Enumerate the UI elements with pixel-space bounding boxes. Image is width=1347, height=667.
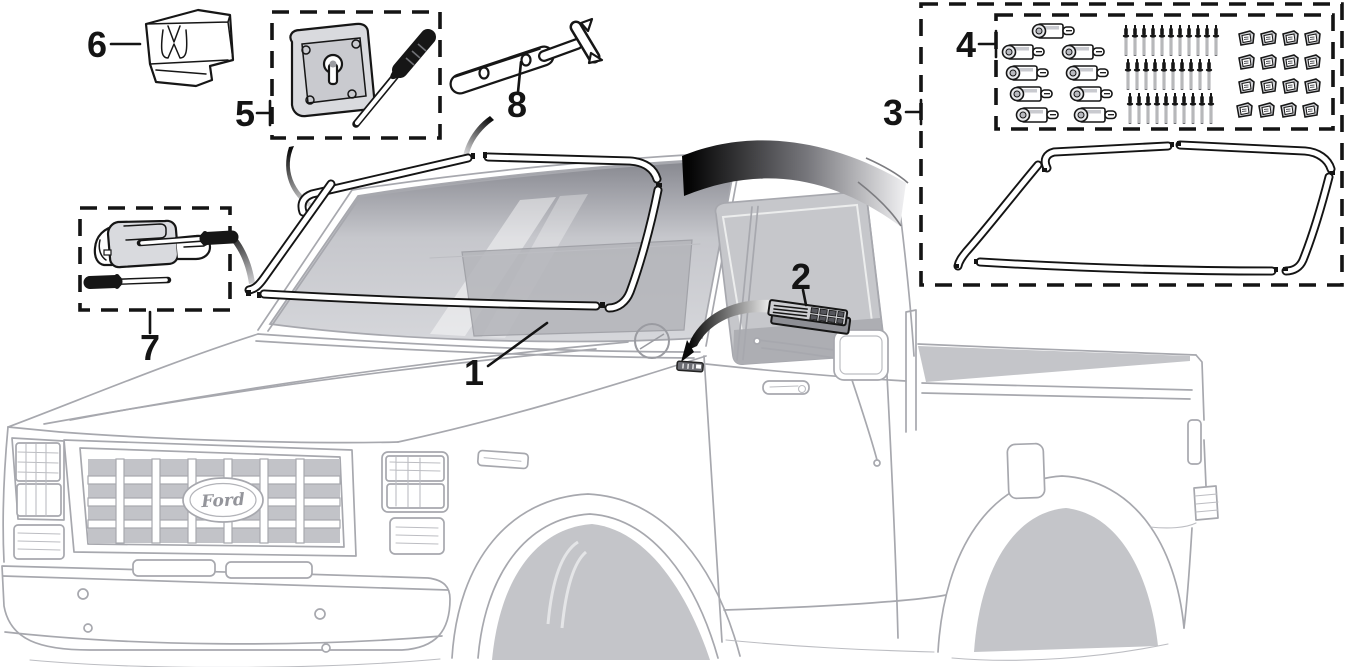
kit-box-5: [270, 10, 442, 140]
callout-6-label: 6: [87, 24, 107, 65]
callout-5-label: 5: [235, 93, 255, 134]
door-handle: [762, 380, 810, 395]
rivet: [352, 29, 436, 128]
callout-4-label: 4: [956, 24, 976, 65]
callout-2-label: 2: [791, 256, 811, 297]
headlight-right: [381, 451, 449, 513]
fuel-door: [1006, 442, 1046, 500]
arrow-to-molding-gap: [463, 116, 494, 158]
callout-8-label: 8: [507, 84, 527, 125]
callout-3-label: 3: [883, 92, 903, 133]
molding-clip-bracket: [289, 22, 376, 118]
headlight-left: [11, 437, 65, 521]
rear-window-molding-set: [953, 140, 1336, 276]
side-mirror: [753, 329, 889, 467]
callout-1: 1: [464, 321, 549, 393]
callout-3: 3: [883, 92, 923, 133]
ford-logo-text: Ford: [200, 490, 245, 512]
kit-box-3: [919, 2, 1344, 287]
ford-logo: Ford: [182, 477, 264, 523]
truck-illustration: Ford: [1, 151, 1219, 667]
arrow-roof-to-kit: [682, 140, 906, 226]
turn-signals: [13, 517, 445, 560]
callout-7: 7: [140, 310, 160, 368]
rivet-pair: [83, 230, 239, 289]
truck-grille: Ford: [63, 439, 357, 557]
callout-2: 2: [791, 256, 811, 307]
callout-8: 8: [507, 60, 527, 125]
callouts: 1 2 3 4 5 6 7 8: [87, 24, 998, 393]
callout-6: 6: [87, 24, 142, 65]
callout-1-label: 1: [464, 352, 484, 393]
arrow-emblem-to-cowl: [686, 299, 772, 351]
truck-bed: [905, 309, 1219, 661]
arrow-bracket-to-molding: [227, 231, 255, 284]
front-bumper: [1, 559, 451, 667]
kit-box-4: [994, 13, 1335, 131]
taillight: [1187, 419, 1219, 521]
callout-7-label: 7: [140, 327, 160, 368]
windshield-molding-set: [244, 152, 663, 313]
callout-4: 4: [956, 24, 998, 65]
kit-box-7: [78, 206, 239, 312]
front-wheel-arch: [451, 449, 741, 660]
molding-end-bracket: [449, 17, 604, 95]
cowl-emblem-installed: [676, 360, 704, 373]
molding-snap-clip: [144, 8, 235, 88]
truck-hood: [2, 333, 707, 563]
callout-5: 5: [235, 93, 272, 134]
fender-emblem: [676, 299, 852, 373]
